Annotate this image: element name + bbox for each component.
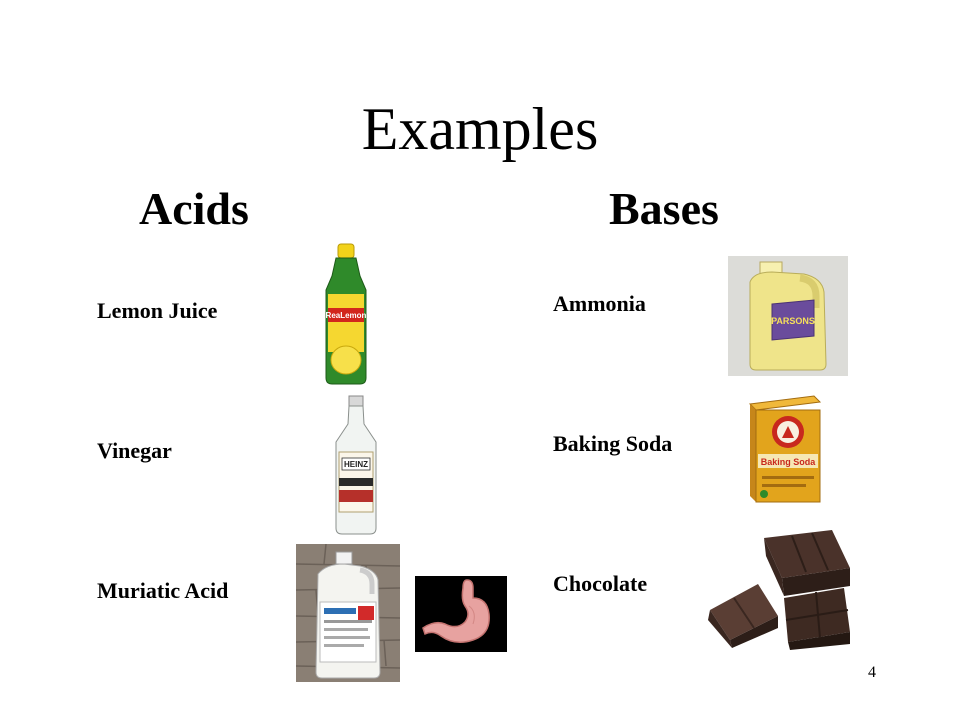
lemon-juice-bottle-icon: ReaLemon (318, 242, 374, 386)
base-label-baking-soda: Baking Soda (553, 431, 673, 456)
bases-heading: Bases (609, 183, 719, 234)
slide-title: Examples (361, 96, 599, 162)
stomach-icon (415, 576, 507, 652)
acid-label-muriatic-acid: Muriatic Acid (97, 578, 229, 603)
base-label-chocolate: Chocolate (553, 571, 648, 596)
muriatic-acid-jug-icon (296, 544, 400, 682)
vinegar-bottle-text: HEINZ (344, 460, 368, 469)
ammonia-jug-icon: PARSONS (728, 256, 848, 376)
acid-label-vinegar: Vinegar (97, 438, 172, 463)
chocolate-icon (704, 528, 858, 650)
baking-soda-box-text: Baking Soda (761, 457, 817, 467)
acids-heading: Acids (139, 183, 249, 234)
base-label-ammonia: Ammonia (553, 291, 646, 316)
svg-text:PARSONS: PARSONS (771, 316, 815, 326)
page-number: 4 (868, 664, 876, 681)
lemon-bottle-text: ReaLemon (326, 311, 367, 320)
vinegar-bottle-icon: HEINZ (330, 394, 382, 536)
acid-label-lemon-juice: Lemon Juice (97, 298, 218, 323)
baking-soda-box-icon: Baking Soda (744, 394, 824, 504)
